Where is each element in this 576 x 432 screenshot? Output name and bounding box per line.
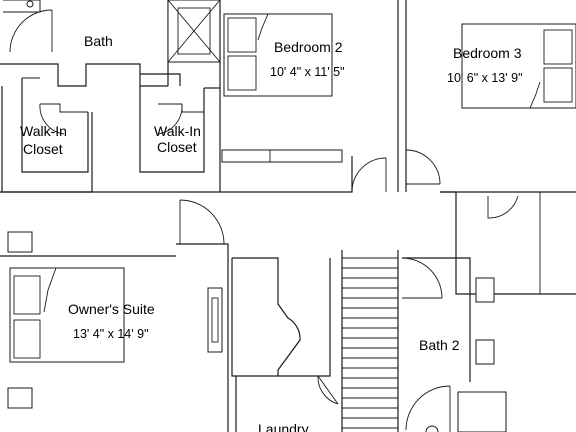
bath-2 [401,257,507,432]
owners-suite-nightstand-bottom [7,387,33,409]
shaft-inner [177,7,211,55]
closet-right-top [140,73,181,86]
walk-in-closet-left-label-2: Closet [23,141,63,157]
owners-suite-pillow-bottom [13,319,41,359]
bedroom-3-closet-wall [455,192,576,295]
bath-2-drain [425,425,439,432]
bedroom-3-bed [461,23,576,109]
tub-fixture [3,0,41,13]
stair-treads [342,257,398,429]
owners-suite-dimensions: 13' 4" x 14' 9" [73,327,149,341]
bedroom-2-label: Bedroom 2 [274,39,343,55]
bath-2-tub [457,391,507,432]
bath-2-toilet-bottom [475,339,495,365]
bedroom-2-door-swing [351,157,387,193]
walk-in-closet-left-label-1: Walk-In [20,123,67,139]
laundry-closet-wall [232,257,301,376]
bedroom-2-dimensions: 10' 4" x 11' 5" [270,65,345,79]
bedroom-2-pillow-top [227,17,257,53]
stair-core [231,250,399,432]
hall-wall-left [176,243,229,262]
bath-2-door-swing-bottom [405,385,451,431]
hall-door-swing [179,199,225,245]
bedroom-2-bed [223,13,333,97]
bedroom-2-pillow-bottom [227,55,257,91]
bedroom-2 [220,0,399,193]
owners-suite-dresser-inner [211,297,219,343]
bath-2-label: Bath 2 [419,337,460,353]
owners-suite-label: Owner's Suite [68,301,155,317]
walk-in-closet-right-label-1: Walk-In [154,123,201,139]
bath-2-walls [402,257,471,382]
laundry-label: Laundry [258,421,309,432]
linen-closet [167,0,221,192]
bath-lower-wall [0,63,168,87]
bedroom-3-label: Bedroom 3 [453,45,522,61]
closet-left-outer-wall [1,86,93,193]
laundry-door [317,375,339,405]
hall [0,191,456,262]
bedroom-3-blanket-fold [529,81,541,109]
bath-2-toilet-top [475,277,495,303]
closet-left-jamb [40,103,88,113]
closet-left-walls [21,78,89,173]
bedroom-3-dimensions: 10' 6" x 13' 9" [447,71,523,85]
bath-door-swing [9,9,53,53]
bedroom-3-pillow-bottom [543,67,573,103]
owners-suite-bed [9,267,125,363]
walk-in-closet-right-label-2: Closet [157,139,197,155]
bedroom-2-closet-shelf [221,149,343,163]
laundry-upper-walls [231,258,331,377]
bedroom-3 [405,0,576,295]
bedroom-3-closet-door-swing [487,195,519,219]
tub-drain [26,0,34,8]
owners-suite-pillow-top [13,275,41,315]
laundry-door-swing [317,375,339,405]
closet-left-door-swing [39,103,65,135]
owners-suite-blanket-fold [43,267,57,313]
bedroom-2-blanket-fold [257,13,269,41]
bedroom-3-door-swing [405,149,441,185]
owners-suite [0,231,229,432]
closet-right-door-swing [157,103,183,135]
bath-2-door-swing-top [401,257,443,299]
closet-right-jamb [158,103,204,113]
walk-in-closet-right [139,73,220,173]
closet-right-walls [139,86,205,173]
bath-label: Bath [84,33,113,49]
owners-suite-dresser [207,287,223,353]
bedroom-3-pillow-top [543,29,573,65]
owners-suite-nightstand-top [7,231,33,253]
shaft-cross-b [167,0,221,63]
